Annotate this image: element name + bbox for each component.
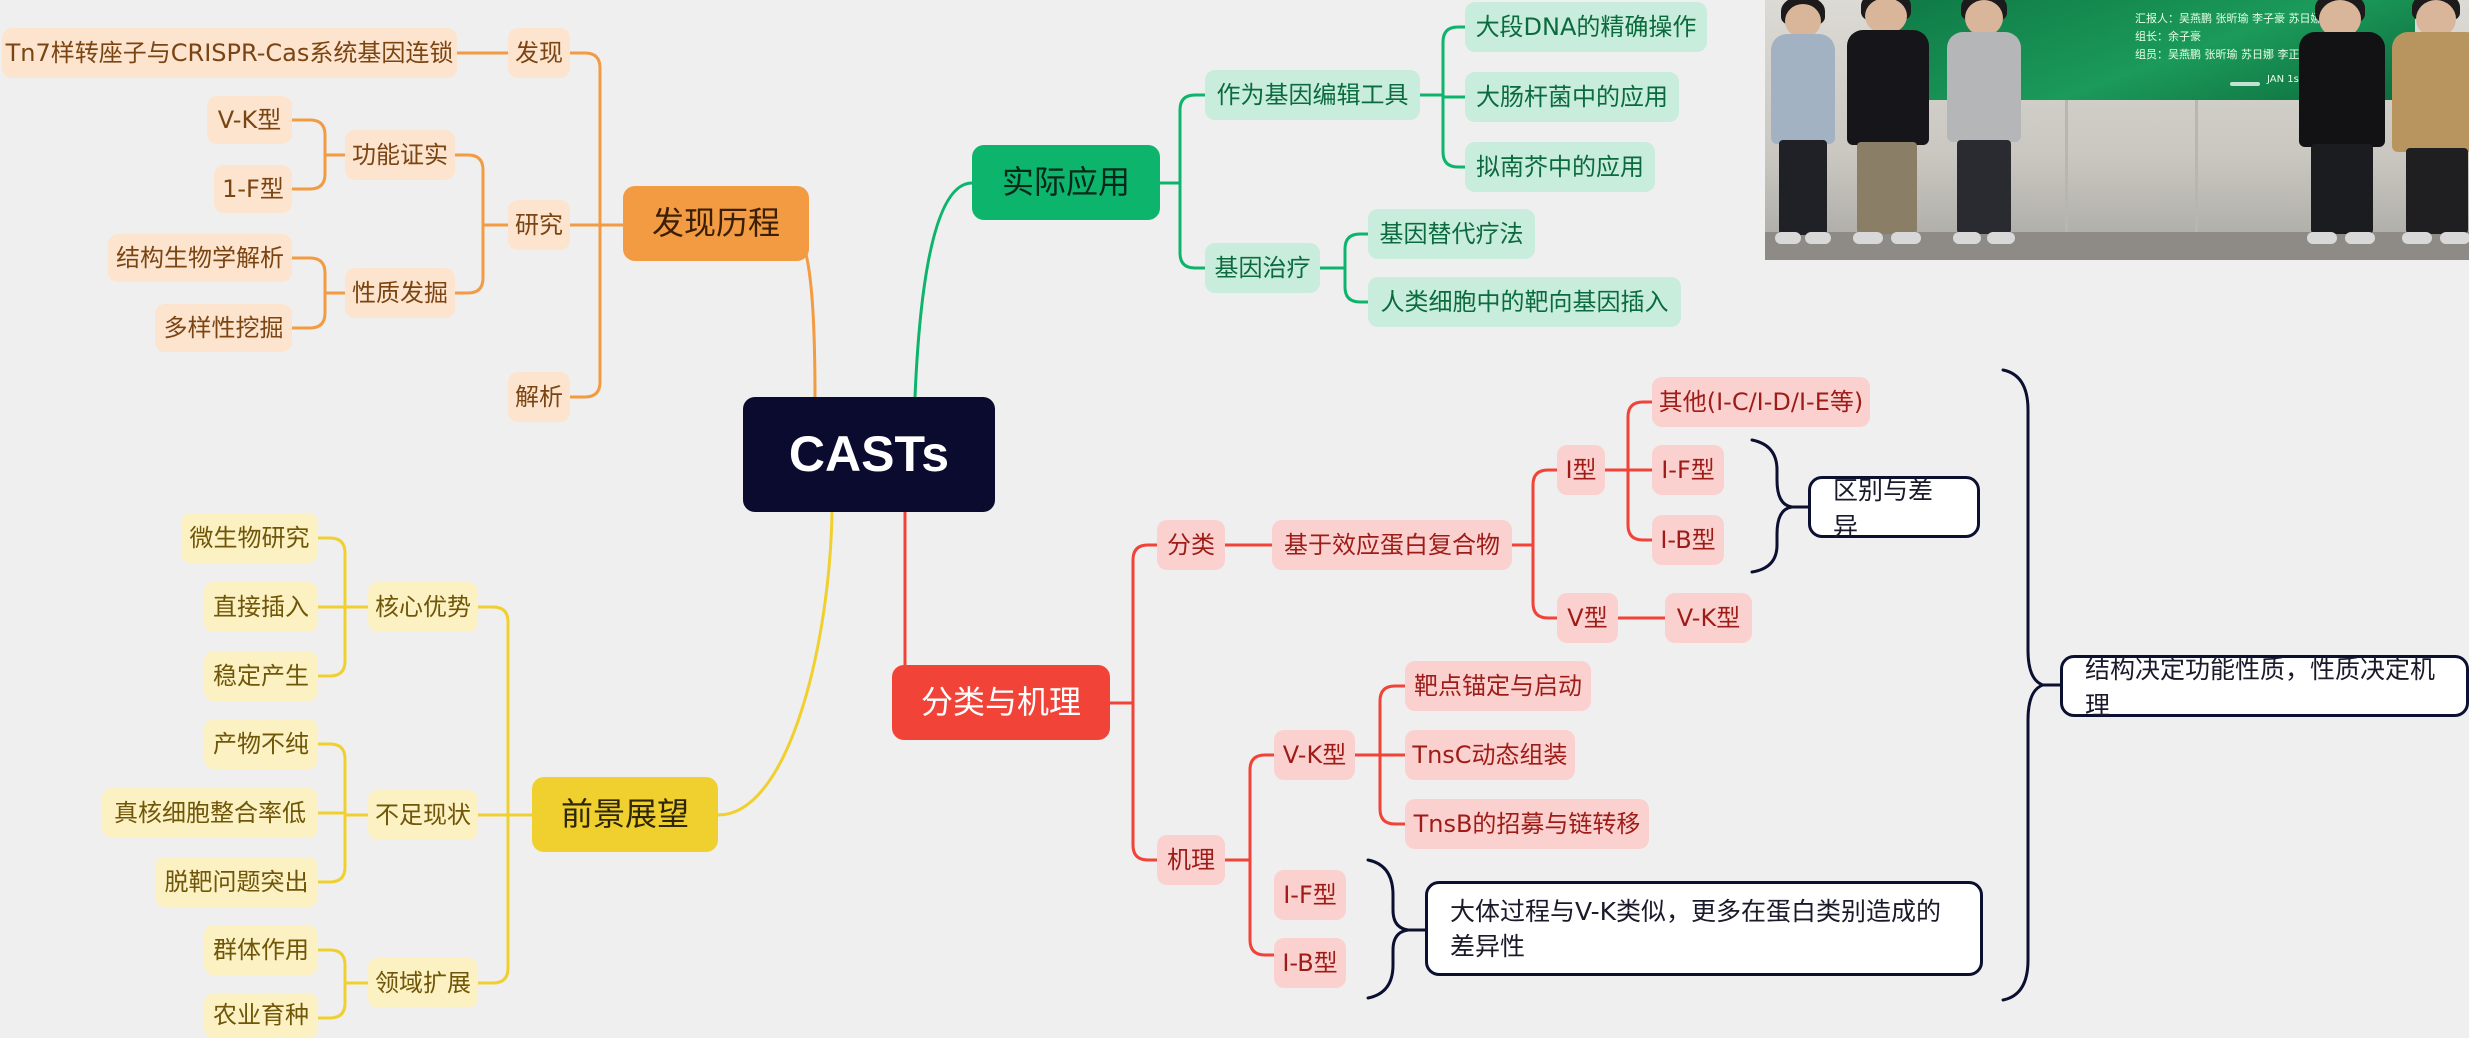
- node-stable-production[interactable]: 稳定产生: [204, 651, 318, 701]
- node-population-effect[interactable]: 群体作用: [204, 925, 318, 975]
- node-ib-type-class[interactable]: I-B型: [1652, 515, 1724, 565]
- node-if-type-mech[interactable]: I-F型: [1274, 870, 1346, 920]
- topic-classification-mechanism[interactable]: 分类与机理: [892, 665, 1110, 740]
- node-tn7-crispr-linkage[interactable]: Tn7样转座子与CRISPR-Cas系统基因连锁: [2, 28, 457, 78]
- node-gene-editing-tool[interactable]: 作为基因编辑工具: [1205, 70, 1420, 120]
- node-shortcomings[interactable]: 不足现状: [368, 790, 478, 840]
- node-vk-type-class[interactable]: V-K型: [1665, 593, 1752, 643]
- node-targeted-gene-insertion[interactable]: 人类细胞中的靶向基因插入: [1368, 277, 1681, 327]
- node-gene-replacement-therapy[interactable]: 基因替代疗法: [1368, 209, 1535, 259]
- photo-caption-date: JAN 1st: [2267, 74, 2303, 85]
- node-property-mining[interactable]: 性质发掘: [345, 268, 455, 318]
- node-tnsc-assembly[interactable]: TnsC动态组装: [1405, 730, 1575, 780]
- node-diversity-mining[interactable]: 多样性挖掘: [155, 304, 292, 352]
- node-ecoli-application[interactable]: 大肠杆菌中的应用: [1465, 72, 1679, 122]
- node-low-integration[interactable]: 真核细胞整合率低: [102, 788, 318, 838]
- node-research[interactable]: 研究: [508, 200, 570, 250]
- node-arabidopsis-application[interactable]: 拟南芥中的应用: [1465, 142, 1655, 192]
- node-large-dna-manipulation[interactable]: 大段DNA的精确操作: [1465, 2, 1707, 52]
- node-if-type-class[interactable]: I-F型: [1652, 445, 1724, 495]
- node-off-target[interactable]: 脱靶问题突出: [155, 857, 318, 907]
- node-mechanism[interactable]: 机理: [1157, 835, 1225, 885]
- node-structural-biology[interactable]: 结构生物学解析: [108, 234, 292, 282]
- node-vk-type-confirmed[interactable]: V-K型: [207, 96, 292, 144]
- node-function-confirmed[interactable]: 功能证实: [345, 130, 455, 180]
- topic-discovery-history[interactable]: 发现历程: [623, 186, 809, 261]
- photo-caption-line1: 汇报人：吴燕鹏 张昕瑜 李子豪 苏日娜 李正旺: [2135, 12, 2358, 25]
- root-node[interactable]: CASTs: [743, 397, 995, 512]
- node-analysis[interactable]: 解析: [508, 372, 570, 422]
- node-microbe-research[interactable]: 微生物研究: [181, 513, 318, 563]
- photo-caption-line3: 组员：吴燕鹏 张昕瑜 苏日娜 李正旺: [2135, 48, 2311, 61]
- node-type-v[interactable]: V型: [1557, 593, 1618, 643]
- node-vk-type-mech[interactable]: V-K型: [1274, 730, 1355, 780]
- node-field-expansion[interactable]: 领域扩展: [368, 958, 478, 1008]
- node-core-advantages[interactable]: 核心优势: [368, 582, 478, 632]
- photo-caption-line2: 组长：余子豪: [2135, 30, 2201, 43]
- node-other-types[interactable]: 其他(I-C/I-D/I-E等): [1652, 377, 1870, 427]
- node-direct-insertion[interactable]: 直接插入: [204, 582, 318, 632]
- summary-similar-process[interactable]: 大体过程与V-K类似，更多在蛋白类别造成的差异性: [1425, 881, 1983, 976]
- node-effector-complex[interactable]: 基于效应蛋白复合物: [1272, 520, 1512, 570]
- node-1f-type-confirmed[interactable]: 1-F型: [214, 165, 292, 213]
- node-type-i[interactable]: I型: [1557, 445, 1605, 495]
- node-classification[interactable]: 分类: [1157, 520, 1225, 570]
- summary-structure-function[interactable]: 结构决定功能性质，性质决定机理: [2060, 655, 2469, 720]
- group-photo: 汇报人：吴燕鹏 张昕瑜 李子豪 苏日娜 李正旺 组长：余子豪 组员：吴燕鹏 张昕…: [1765, 0, 2469, 260]
- topic-practical-application[interactable]: 实际应用: [972, 145, 1160, 220]
- node-impure-products[interactable]: 产物不纯: [204, 719, 318, 769]
- node-ib-type-mech[interactable]: I-B型: [1274, 938, 1346, 988]
- node-tnsb-recruitment[interactable]: TnsB的招募与链转移: [1405, 799, 1649, 849]
- node-discovery[interactable]: 发现: [508, 28, 570, 78]
- summary-difference[interactable]: 区别与差异: [1808, 476, 1980, 541]
- node-target-anchoring[interactable]: 靶点锚定与启动: [1405, 661, 1591, 711]
- node-agri-breeding[interactable]: 农业育种: [204, 993, 318, 1038]
- topic-prospects[interactable]: 前景展望: [532, 777, 718, 852]
- node-gene-therapy[interactable]: 基因治疗: [1205, 243, 1320, 293]
